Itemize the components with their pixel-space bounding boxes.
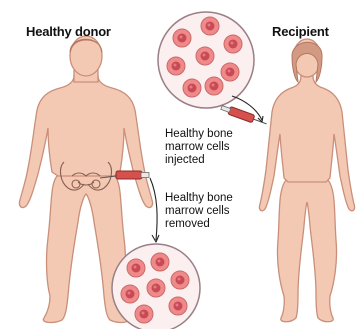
injected-cells-circle (158, 12, 254, 108)
donor-title: Healthy donor (26, 24, 111, 39)
injected-caption: Healthy bone marrow cells injected (165, 128, 233, 167)
removed-caption-line-3: removed (165, 218, 233, 231)
injected-caption-line-3: injected (165, 154, 233, 167)
injected-caption-line-2: marrow cells (165, 141, 233, 154)
removed-caption-line-1: Healthy bone (165, 192, 233, 205)
removed-cells-circle (112, 244, 200, 329)
recipient-figure (259, 39, 354, 322)
removed-caption: Healthy bone marrow cells removed (165, 192, 233, 231)
injected-caption-line-1: Healthy bone (165, 128, 233, 141)
recipient-title: Recipient (272, 24, 329, 39)
removed-caption-line-2: marrow cells (165, 205, 233, 218)
injection-syringe (220, 104, 268, 128)
remove-arrow (150, 178, 159, 242)
